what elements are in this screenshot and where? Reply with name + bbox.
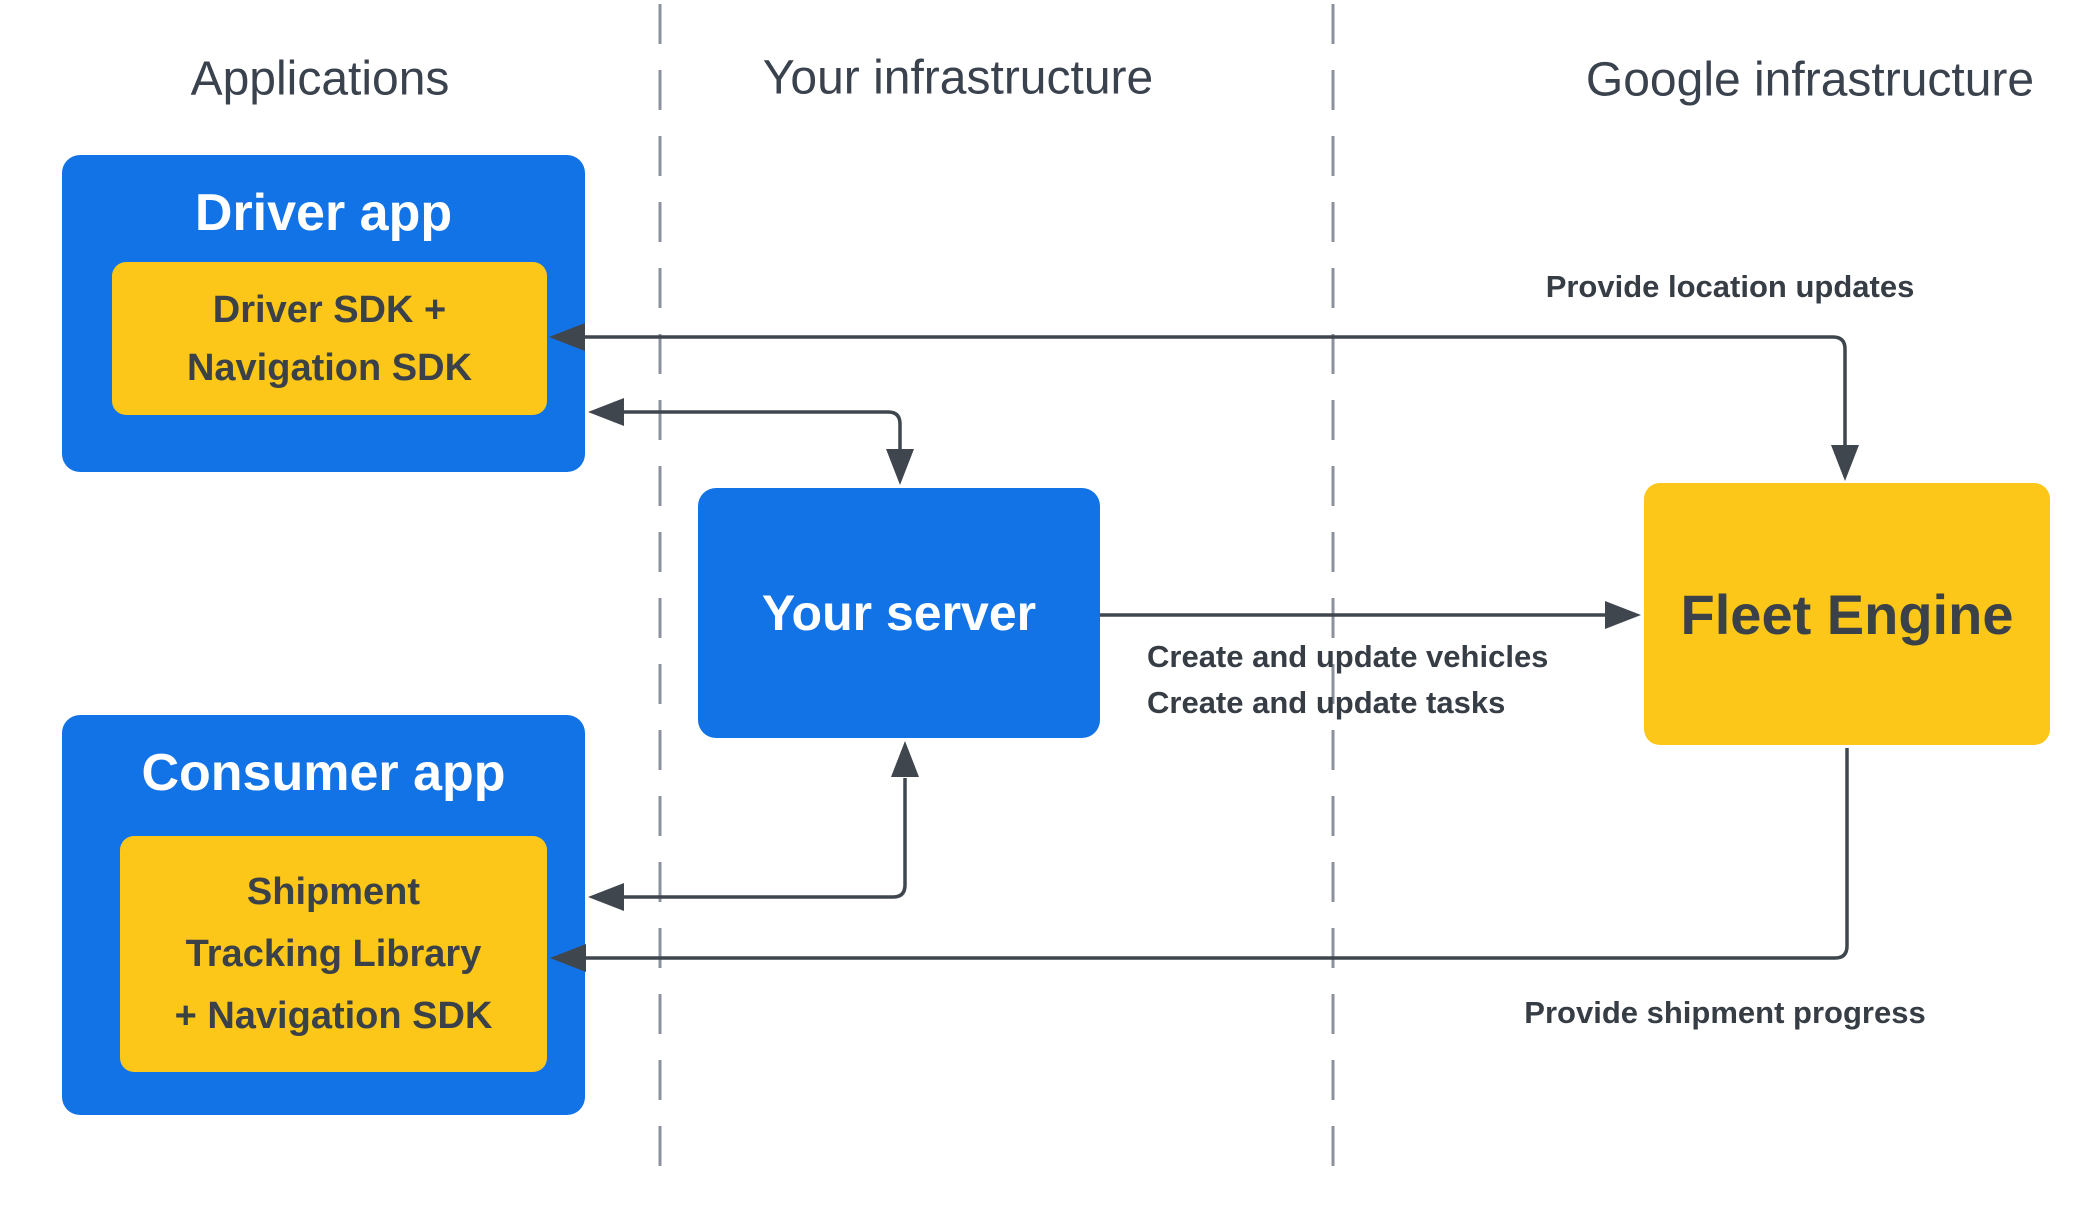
driver-sdk-node: Driver SDK + Navigation SDK (112, 262, 547, 415)
arrow-your-server-up-arrowhead-icon (891, 741, 919, 777)
your-server-node: Your server (698, 488, 1100, 738)
fleet-engine-node: Fleet Engine (1644, 483, 2050, 745)
arrow-consumer-app-left-arrowhead-icon (588, 883, 624, 911)
consumer-app-node: Consumer app Shipment Tracking Library +… (62, 715, 585, 1115)
arrow-shipment-progress (586, 748, 1849, 960)
driver-app-title: Driver app (194, 184, 453, 242)
column-header-applications: Applications (190, 52, 450, 106)
arrow-create-update-right-arrowhead-icon (1605, 601, 1641, 629)
driver-app-node: Driver app Driver SDK + Navigation SDK (62, 155, 585, 472)
label-create-and-update: Create and update vehicles Create and up… (1147, 639, 1549, 720)
arrow-consumer-app-your-server (621, 778, 907, 899)
label-provide-location-updates: Provide location updates (1545, 269, 1915, 304)
arrow-location-updates (582, 335, 1847, 448)
arrow-driver-app-left-arrowhead-icon (588, 398, 624, 426)
consumer-app-title: Consumer app (141, 744, 506, 802)
column-header-your-infrastructure: Your infrastructure (762, 51, 1154, 105)
shipment-tracking-library-node: Shipment Tracking Library + Navigation S… (120, 836, 547, 1072)
your-server-title: Your server (761, 585, 1037, 641)
arrow-driver-app-your-server (621, 410, 902, 452)
label-provide-shipment-progress: Provide shipment progress (1524, 995, 1926, 1030)
arrow-location-updates-down-arrowhead-icon (1831, 445, 1859, 481)
shipment-tracking-library-label: Shipment Tracking Library + Navigation S… (174, 871, 493, 1037)
column-header-google-infrastructure: Google infrastructure (1585, 53, 2035, 107)
fleet-engine-title: Fleet Engine (1680, 582, 2014, 646)
arrow-your-server-down-arrowhead-icon (886, 449, 914, 485)
driver-sdk-label: Driver SDK + Navigation SDK (186, 288, 473, 389)
